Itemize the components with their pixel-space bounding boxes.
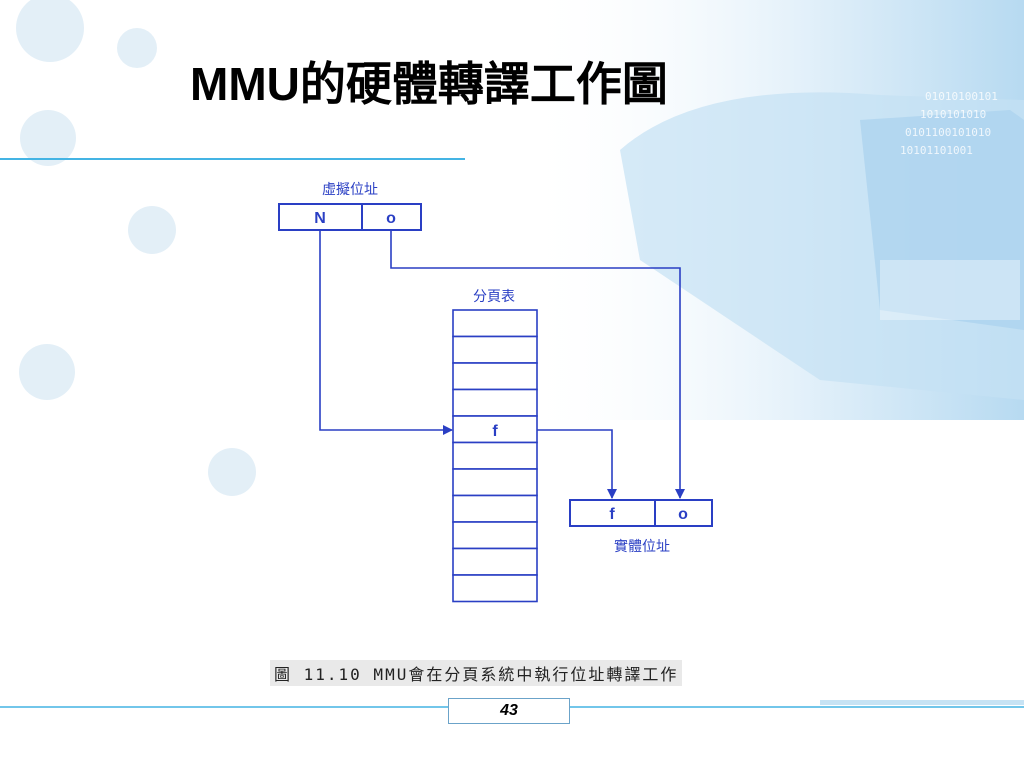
virtual-n: N [314, 210, 326, 227]
svg-text:0101100101010: 0101100101010 [905, 126, 991, 139]
physical-o: o [678, 506, 688, 523]
title-suffix: 的硬體轉譯工作圖 [299, 57, 668, 111]
decorative-circles [16, 0, 256, 496]
page-table-entry: f [492, 423, 498, 440]
page-table-row [452, 521, 538, 550]
svg-text:1010101010: 1010101010 [920, 108, 986, 121]
page-table-row [452, 468, 538, 497]
page-table-label: 分頁表 [473, 289, 515, 305]
arrow-n-to-page-table [319, 230, 453, 435]
svg-text:01010100101: 01010100101 [925, 90, 998, 103]
page-table-row [452, 574, 538, 603]
page-table-row [452, 388, 538, 417]
page-table [452, 309, 538, 603]
page-table-row [452, 309, 538, 338]
page-table-row [452, 547, 538, 576]
svg-text:10101101001: 10101101001 [900, 144, 973, 157]
page-table-row [452, 415, 538, 444]
physical-address-box [569, 499, 713, 527]
virtual-address-box [278, 203, 422, 231]
virtual-o: o [386, 210, 396, 227]
slide-title: MMU的硬體轉譯工作圖 [190, 48, 668, 114]
physical-f: f [609, 506, 615, 523]
physical-address-label: 實體位址 [614, 538, 670, 555]
figure-caption: 圖 11.10 MMU會在分頁系統中執行位址轉譯工作 [270, 660, 683, 686]
title-prefix: MMU [190, 58, 300, 110]
page-table-row [452, 362, 538, 391]
page-table-row [452, 494, 538, 523]
arrow-o-to-physical [390, 230, 685, 499]
page-table-row [452, 335, 538, 364]
arrow-f-to-physical [537, 429, 617, 499]
binary-text-decor: 01010100101 1010101010 0101100101010 101… [900, 90, 998, 157]
page-number: 43 [448, 698, 570, 724]
page-table-row [452, 441, 538, 470]
virtual-address-label: 虛擬位址 [322, 182, 378, 198]
